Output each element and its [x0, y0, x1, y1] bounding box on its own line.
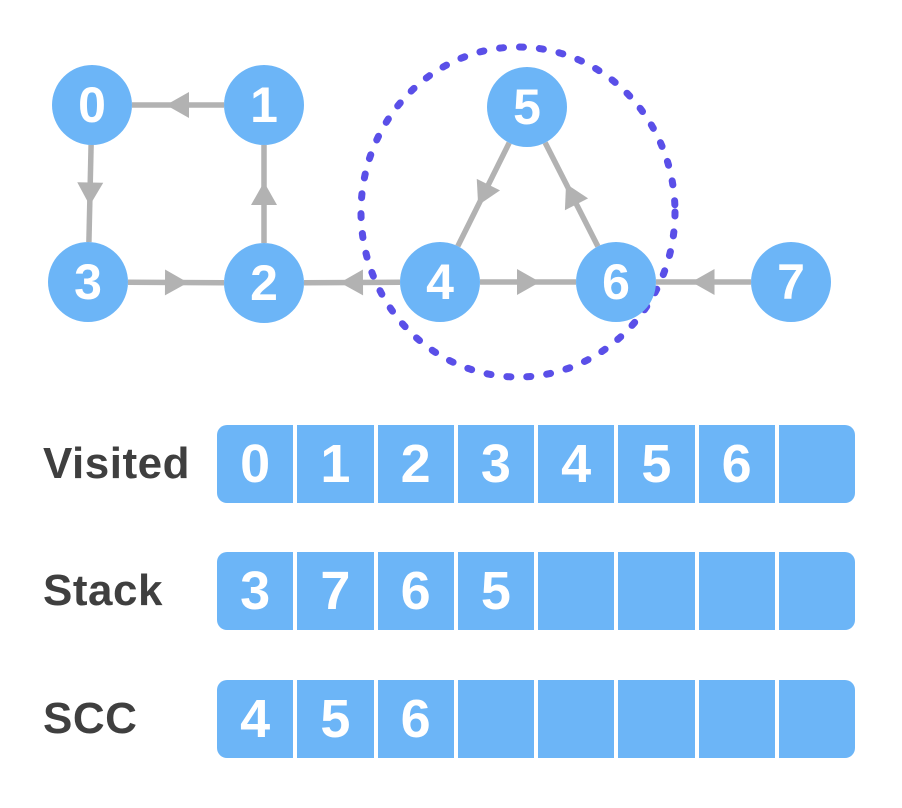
array-cell: [694, 680, 775, 758]
graph-node-2: 2: [224, 243, 304, 323]
graph-node-label: 0: [78, 77, 106, 133]
array-cell: [694, 552, 775, 630]
array-cell: 6: [373, 680, 454, 758]
graph-node-label: 5: [513, 79, 541, 135]
array-cell: [453, 680, 534, 758]
edge-3-to-2: [127, 269, 225, 296]
array-cell: [774, 425, 855, 503]
array-label-scc: SCC: [43, 694, 138, 743]
graph-node-4: 4: [400, 242, 480, 322]
graph-node-label: 3: [74, 254, 102, 310]
edge-1-to-0: [132, 92, 224, 118]
graph-node-1: 1: [224, 65, 304, 145]
arrowhead-icon: [251, 182, 277, 205]
graph-node-label: 1: [250, 77, 278, 133]
edge-0-to-3: [77, 144, 104, 243]
array-cell: 5: [293, 680, 373, 758]
edge-6-to-5: [542, 141, 601, 248]
array-cell: 2: [373, 425, 454, 503]
arrowhead-icon: [340, 269, 364, 296]
edge-4-to-6: [480, 269, 576, 295]
array-cell: [534, 552, 614, 630]
arrowhead-icon: [691, 269, 715, 295]
arrowhead-icon: [164, 269, 188, 296]
array-cell: 4: [534, 425, 614, 503]
graph-node-label: 6: [602, 254, 630, 310]
edge-5-to-4: [455, 141, 512, 248]
array-cell: 6: [373, 552, 454, 630]
array-cell: 3: [453, 425, 534, 503]
graph-node-label: 7: [777, 254, 805, 310]
scc-boundary-circle: [357, 43, 679, 381]
edge-2-to-1: [251, 145, 277, 243]
edge-7-to-6: [656, 269, 751, 295]
graph-node-0: 0: [52, 65, 132, 145]
graph-node-3: 3: [48, 242, 128, 322]
array-cell: [774, 680, 855, 758]
graph-node-5: 5: [487, 67, 567, 147]
array-cell: 7: [293, 552, 373, 630]
graph-node-label: 2: [250, 255, 278, 311]
array-cell: [614, 680, 694, 758]
array-cell: [534, 680, 614, 758]
arrowhead-icon: [77, 182, 104, 206]
array-cell: 5: [453, 552, 534, 630]
array-cell: [774, 552, 855, 630]
graph-node-6: 6: [576, 242, 656, 322]
arrowhead-icon: [517, 269, 540, 295]
graph-node-label: 4: [426, 254, 454, 310]
array-label-visited: Visited: [43, 439, 190, 488]
array-label-stack: Stack: [43, 566, 163, 615]
array-cell: 3: [240, 561, 271, 621]
edge-4-to-2: [303, 269, 401, 296]
graph-node-7: 7: [751, 242, 831, 322]
array-cell: 5: [614, 425, 694, 503]
arrowhead-icon: [564, 183, 589, 211]
array-cell: 6: [694, 425, 775, 503]
arrowhead-icon: [476, 178, 501, 206]
arrowhead-icon: [166, 92, 189, 118]
array-cell: [614, 552, 694, 630]
array-cell: 0: [240, 434, 271, 494]
array-cell: 4: [240, 689, 271, 749]
array-cell: 1: [293, 425, 373, 503]
